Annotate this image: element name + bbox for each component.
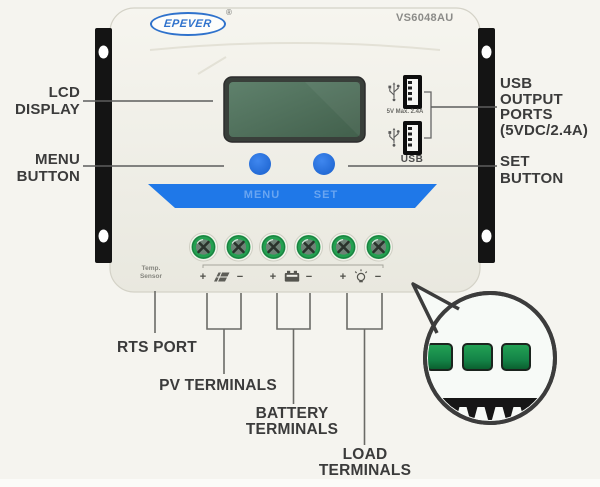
mounting-hole-icon <box>98 45 109 59</box>
terminal-screw <box>328 231 359 263</box>
terminal-screw <box>363 231 394 263</box>
zoomed-terminal-slots <box>428 343 531 371</box>
epever-logo: EPEVER <box>150 12 226 36</box>
pv-minus-label: − <box>236 271 244 283</box>
right-mounting-bracket <box>478 28 495 263</box>
load-bracket-line <box>346 293 383 330</box>
mounting-hole-icon <box>481 45 492 59</box>
menu-bar-label: MENU <box>243 189 281 201</box>
menu-button-callout: MENU BUTTON <box>16 151 80 185</box>
set-button <box>313 153 335 175</box>
load-terminals-callout: LOAD TERMINALS <box>318 446 412 479</box>
terminal-zoom-bubble <box>411 282 557 425</box>
callout-lines <box>83 100 497 167</box>
usb-bracket-line <box>424 91 432 139</box>
usb-port-bottom <box>403 121 422 155</box>
battery-terminals-callout: BATTERY TERMINALS <box>245 405 339 438</box>
usb-output-ports-callout: USB OUTPUT PORTS (5VDC/2.4A) <box>500 75 589 139</box>
panel-bevel-corner <box>197 56 227 75</box>
terminal-screw <box>223 231 254 263</box>
pv-terminals-callout: PV TERMINALS <box>159 377 277 394</box>
rts-port-callout: RTS PORT <box>117 339 197 356</box>
menu-set-bar <box>148 184 437 208</box>
panel-bevel-line <box>149 42 441 51</box>
load-plus-label: + <box>339 271 347 283</box>
mounting-hole-icon <box>98 229 109 243</box>
left-mounting-bracket <box>95 28 112 263</box>
usb-label: USB <box>400 154 424 165</box>
lamp-icon <box>354 269 368 283</box>
battery-minus-label: − <box>305 271 313 283</box>
solar-panel-icon <box>214 272 230 282</box>
menu-button <box>249 153 271 175</box>
brand-name: EPEVER <box>163 18 213 30</box>
registered-trademark-icon: ® <box>226 8 232 17</box>
set-bar-label: SET <box>313 189 339 201</box>
usb-port-top <box>403 75 422 109</box>
bottom-edge-strip <box>0 479 600 487</box>
terminal-screw <box>293 231 324 263</box>
load-minus-label: − <box>374 271 382 283</box>
terminal-screw <box>258 231 289 263</box>
mounting-hole-icon <box>481 229 492 243</box>
terminal-callout-lines <box>154 291 383 445</box>
lcd-screen <box>223 76 366 143</box>
terminal-block <box>188 231 394 268</box>
battery-bracket-line <box>276 293 311 330</box>
pv-plus-label: + <box>199 271 207 283</box>
usb-rating-label: 5V Max. 2.4A <box>386 109 424 115</box>
terminal-group-line <box>202 264 384 268</box>
model-number: VS6048AU <box>396 12 454 24</box>
lcd-display-callout: LCD DISPLAY <box>14 84 80 118</box>
terminal-screw <box>188 231 219 263</box>
zoom-bubble-pointer <box>411 282 460 334</box>
pv-bracket-line <box>206 293 242 330</box>
battery-plus-label: + <box>269 271 277 283</box>
battery-icon <box>284 270 300 282</box>
set-button-callout: SET BUTTON <box>500 153 564 187</box>
temp-sensor-label: Temp. Sensor <box>139 265 163 280</box>
